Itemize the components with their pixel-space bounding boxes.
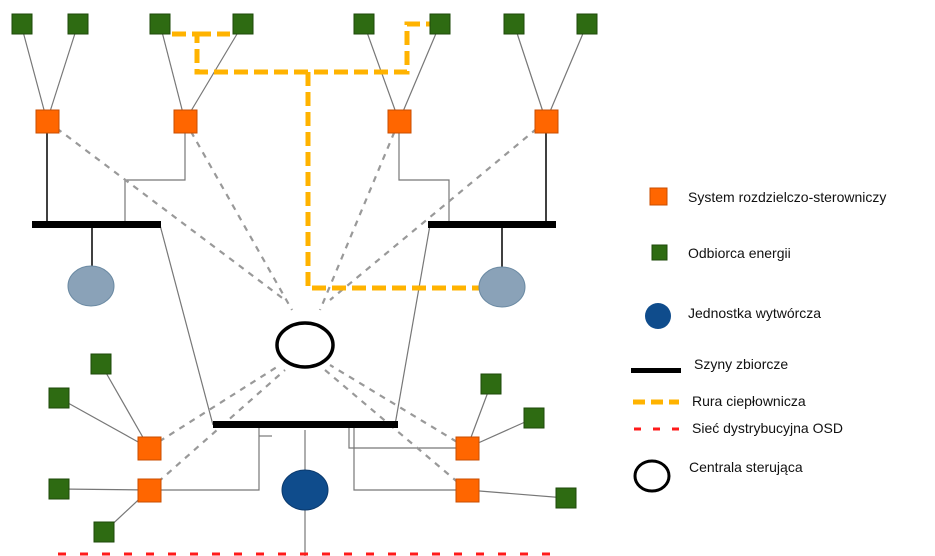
legend-item-consumer: Odbiorca energii [651,244,791,261]
energy-consumers [11,13,598,543]
busbar-right [428,221,556,228]
legend-consumer-swatch [651,244,668,261]
system-node [173,109,198,134]
system-node [137,478,162,503]
consumer-node [90,353,112,375]
consumer-node [232,13,254,35]
system-node [137,436,162,461]
busbar-left [32,221,161,228]
legend-item-system: System rozdzielczo-sterowniczy [649,187,886,206]
consumer-node [429,13,451,35]
consumer-node [93,521,115,543]
control-links [46,120,547,491]
busbars [32,221,556,428]
legend-item-generator: Jednostka wytwórcza [645,303,821,329]
consumer-node [67,13,89,35]
consumer-node [11,13,33,35]
legend-control-center-label: Centrala sterująca [689,459,803,475]
consumer-node [48,387,70,409]
legend-busbar-label: Szyny zbiorcze [694,356,788,372]
legend-item-control-center: Centrala sterująca [633,459,803,493]
wire-connections [20,23,588,556]
legend-busbar-swatch [631,368,681,373]
system-node [35,109,60,134]
legend-control-center-swatch [633,459,671,493]
switching-systems [35,109,559,503]
legend-item-busbar: Szyny zbiorcze [631,356,788,373]
system-node [534,109,559,134]
legend-consumer-label: Odbiorca energii [688,245,791,261]
legend-item-dso: Sieć dystrybucyjna OSD [634,420,843,436]
consumer-node [48,478,70,500]
system-node [455,436,480,461]
legend-generator-swatch [645,303,671,329]
consumer-node [149,13,171,35]
heat-pipe-network [172,21,480,291]
legend-system-swatch [649,187,668,206]
consumer-node [555,487,577,509]
legend-dso-label: Sieć dystrybucyjna OSD [692,420,843,436]
consumer-node [503,13,525,35]
legend-system-label: System rozdzielczo-sterowniczy [688,189,886,205]
control-center [275,321,335,369]
legend-heat-pipe-label: Rura ciepłownicza [692,393,806,409]
legend: System rozdzielczo-sterowniczy Odbiorca … [631,187,886,493]
generator-unit-bottom [281,469,329,511]
legend-generator-label: Jednostka wytwórcza [688,305,821,321]
system-node [455,478,480,503]
busbar-bottom [213,421,398,428]
consumer-node [523,407,545,429]
generator-unit-right [478,266,526,308]
consumer-node [353,13,375,35]
consumer-node [480,373,502,395]
legend-item-heat-pipe: Rura ciepłownicza [633,393,806,409]
system-busbar-links [46,133,547,268]
generator-unit-left [67,265,115,307]
consumer-node [576,13,598,35]
system-node [387,109,412,134]
